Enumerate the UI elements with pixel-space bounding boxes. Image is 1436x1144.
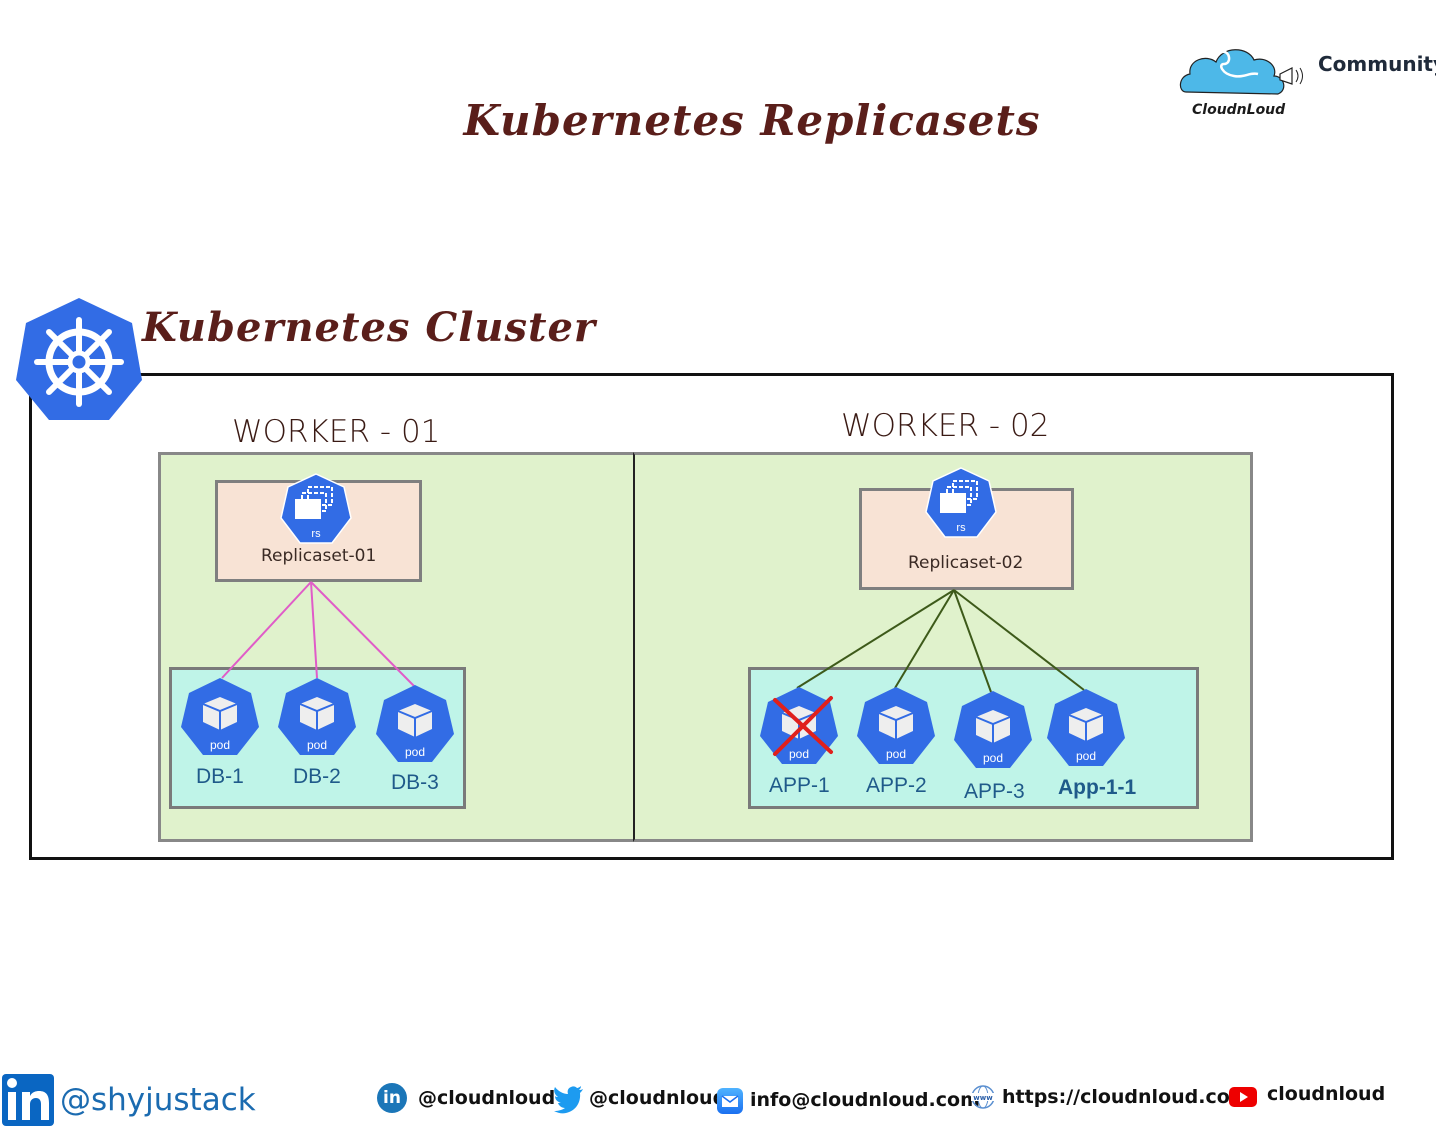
brand-logo [1178, 40, 1308, 106]
worker-01-label: WORKER - 01 [232, 414, 441, 450]
pod-icon: pod [277, 677, 357, 757]
svg-text:pod: pod [789, 747, 809, 761]
footer-link-linkedin[interactable]: @cloudnloud [418, 1087, 556, 1109]
cloud-megaphone-icon [1179, 49, 1303, 95]
pod-label-app-1: APP-1 [769, 774, 830, 797]
red-x-icon [773, 696, 833, 756]
linkedin-icon: in [377, 1083, 407, 1113]
svg-text:pod: pod [210, 738, 230, 752]
svg-text:rs: rs [311, 528, 321, 540]
svg-text:pod: pod [983, 751, 1003, 765]
svg-text:pod: pod [307, 738, 327, 752]
svg-text:www: www [973, 1094, 993, 1102]
svg-text:pod: pod [886, 747, 906, 761]
footer-link-twitter[interactable]: @cloudnloud [589, 1087, 727, 1109]
twitter-icon [552, 1084, 584, 1114]
pod-icon: pod [180, 677, 260, 757]
pod-label-db-2: DB-2 [293, 765, 341, 788]
replicaset-01-label: Replicaset-01 [261, 546, 377, 566]
svg-text:pod: pod [405, 745, 425, 759]
pod-label-db-3: DB-3 [391, 771, 439, 794]
brand-tagline: Community [1318, 52, 1436, 76]
pod-label-app-2: APP-2 [866, 774, 927, 797]
replicaset-icon: rs [925, 467, 997, 539]
pod-icon: pod [953, 690, 1033, 770]
svg-text:rs: rs [956, 522, 966, 534]
mail-icon [717, 1088, 743, 1114]
replicaset-icon: rs [280, 473, 352, 545]
pod-label-app-3: APP-3 [964, 780, 1025, 803]
kubernetes-helm-icon [14, 296, 144, 422]
pod-icon-failed: pod [759, 686, 839, 766]
svg-text:pod: pod [1076, 749, 1096, 763]
pod-label-app-1-1: App-1-1 [1058, 776, 1137, 799]
footer-link-email[interactable]: info@cloudnloud.com [750, 1089, 980, 1111]
youtube-icon [1229, 1087, 1257, 1107]
footer-link-website[interactable]: https://cloudnloud.com [1002, 1086, 1250, 1108]
replicaset-02-label: Replicaset-02 [908, 553, 1024, 573]
linkedin-icon [2, 1074, 54, 1126]
globe-www-icon: www [970, 1084, 996, 1110]
footer-link-youtube[interactable]: cloudnloud [1267, 1083, 1386, 1105]
page-title: Kubernetes Replicasets [463, 96, 1041, 145]
brand-name: CloudnLoud [1192, 102, 1286, 118]
cluster-frame [29, 373, 1394, 860]
pod-icon: pod [856, 686, 936, 766]
worker-02-label: WORKER - 02 [841, 408, 1050, 444]
pod-icon: pod [375, 684, 455, 764]
pod-label-db-1: DB-1 [196, 765, 244, 788]
pod-icon: pod [1046, 688, 1126, 768]
cluster-title: Kubernetes Cluster [142, 304, 596, 351]
author-handle: @shyjustack [60, 1082, 256, 1118]
